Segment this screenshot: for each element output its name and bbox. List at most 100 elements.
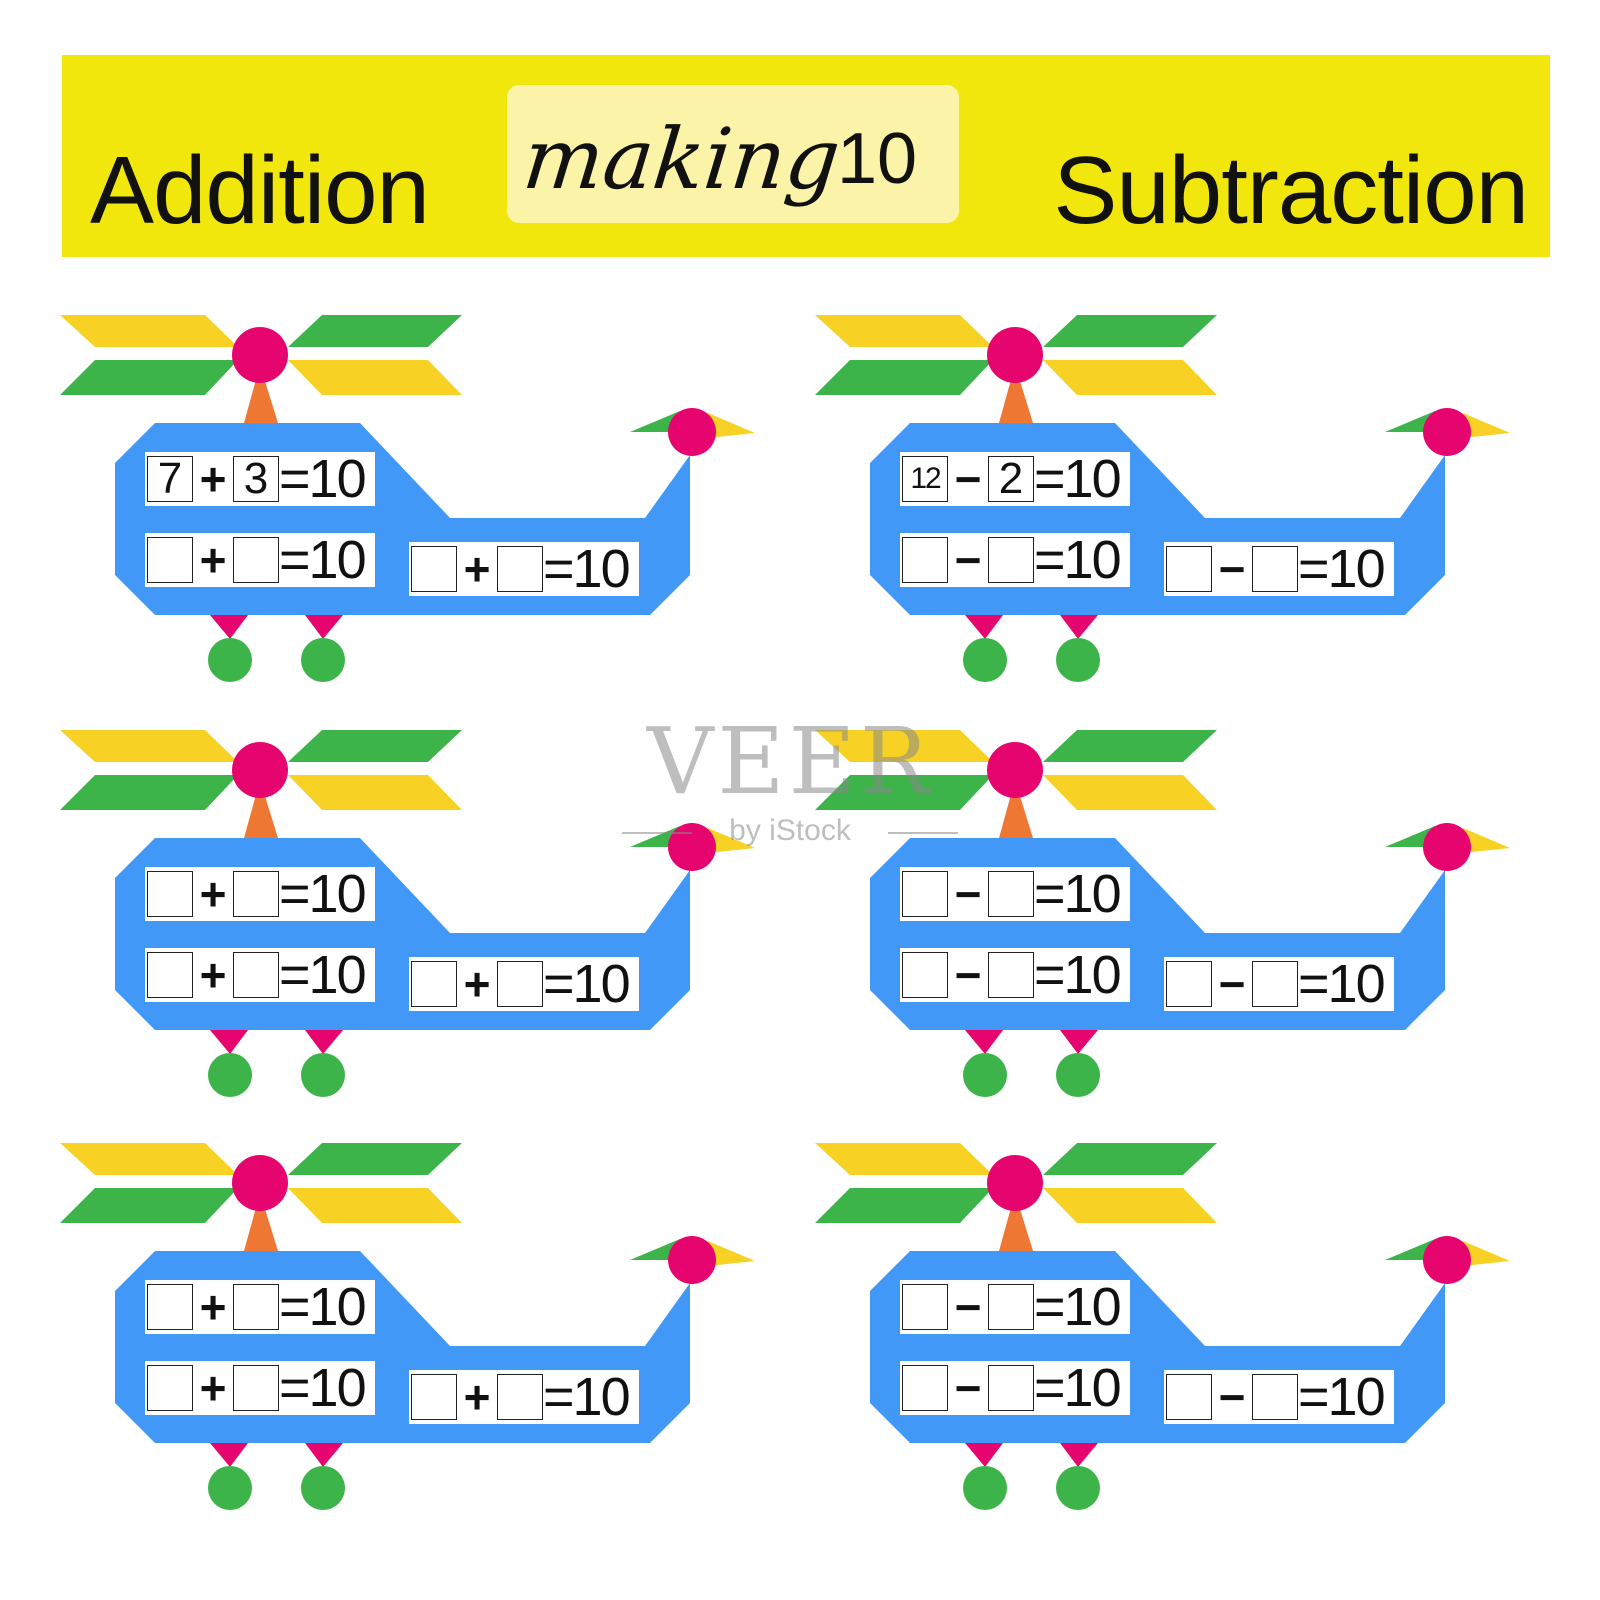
helicopter-addition-1: 7+3=10+=10+=10 — [60, 305, 780, 725]
answer-box-second[interactable] — [1252, 546, 1298, 592]
rotor-blade-bottom-right — [1043, 360, 1217, 395]
answer-box-first[interactable] — [1166, 1374, 1212, 1420]
wheel-left — [963, 1053, 1007, 1097]
answer-box-first[interactable] — [147, 1365, 193, 1411]
answer-box-first[interactable] — [411, 1374, 457, 1420]
watermark-rule-left — [622, 832, 692, 834]
landing-strut-right — [1060, 1030, 1098, 1054]
rotor-blade-top-right — [1043, 1143, 1217, 1175]
answer-box-first[interactable] — [147, 871, 193, 917]
equals-ten: =10 — [1298, 539, 1386, 599]
answer-box-first[interactable]: 7 — [147, 456, 193, 502]
rotor-hub — [987, 1155, 1043, 1211]
tail-hub — [1423, 823, 1471, 871]
answer-box-first[interactable] — [902, 1284, 948, 1330]
answer-box-first[interactable] — [902, 871, 948, 917]
answer-box-first[interactable] — [1166, 546, 1212, 592]
answer-box-second[interactable] — [1252, 1374, 1298, 1420]
helicopter-illustration — [60, 1143, 755, 1510]
answer-box-first[interactable] — [1166, 961, 1212, 1007]
wheel-right — [301, 638, 345, 682]
helicopter-illustration — [815, 315, 1510, 682]
rotor-blade-bottom-right — [1043, 1188, 1217, 1223]
answer-box-second[interactable] — [497, 546, 543, 592]
answer-box-second[interactable] — [988, 952, 1034, 998]
answer-box-second[interactable] — [1252, 961, 1298, 1007]
landing-strut-left — [965, 615, 1003, 639]
rotor-blade-top-left — [815, 1143, 993, 1175]
equation-row: +=10 — [409, 1370, 639, 1424]
answer-box-second[interactable] — [233, 871, 279, 917]
rotor-hub — [232, 1155, 288, 1211]
answer-box-first[interactable] — [902, 952, 948, 998]
wheel-right — [301, 1053, 345, 1097]
answer-box-first[interactable] — [147, 952, 193, 998]
rotor-blade-bottom-left — [815, 775, 993, 810]
wheel-left — [963, 638, 1007, 682]
equation-row: +=10 — [409, 542, 639, 596]
equals-ten: =10 — [1034, 449, 1122, 509]
answer-box-first[interactable]: 12 — [902, 456, 948, 502]
equation-row: −=10 — [900, 948, 1130, 1002]
answer-box-first[interactable] — [902, 1365, 948, 1411]
answer-box-second[interactable] — [497, 1374, 543, 1420]
operator-sign: + — [199, 1281, 227, 1333]
equation-row: −=10 — [900, 533, 1130, 587]
tail-fin-yellow — [708, 413, 755, 438]
wheel-left — [208, 1466, 252, 1510]
answer-box-second[interactable] — [988, 537, 1034, 583]
equals-ten: =10 — [1034, 945, 1122, 1005]
rotor-mast — [999, 1193, 1033, 1251]
operator-sign: + — [463, 543, 491, 595]
equals-ten: =10 — [1034, 1358, 1122, 1418]
rotor-blade-bottom-left — [60, 775, 238, 810]
helicopter-subtraction-1: 12−2=10−=10−=10 — [815, 305, 1535, 725]
landing-strut-left — [965, 1030, 1003, 1054]
equation-row: −=10 — [1164, 542, 1394, 596]
rotor-blade-bottom-left — [60, 360, 238, 395]
tail-fin-yellow — [708, 1241, 755, 1266]
watermark: VEER by iStock — [620, 712, 960, 862]
equation-row: −=10 — [1164, 957, 1394, 1011]
answer-box-first[interactable] — [147, 1284, 193, 1330]
answer-box-second[interactable] — [233, 537, 279, 583]
equation-row: +=10 — [145, 1361, 375, 1415]
answer-box-second[interactable] — [988, 1284, 1034, 1330]
landing-strut-right — [305, 1443, 343, 1467]
answer-box-second[interactable]: 2 — [988, 456, 1034, 502]
answer-box-first[interactable] — [411, 546, 457, 592]
title-subtraction: Subtraction — [1053, 137, 1529, 244]
operator-sign: + — [199, 1362, 227, 1414]
operator-sign: + — [463, 1371, 491, 1423]
rotor-mast — [999, 365, 1033, 423]
answer-box-second[interactable] — [988, 1365, 1034, 1411]
helicopter-addition-2: +=10+=10+=10 — [60, 720, 780, 1140]
operator-sign: − — [954, 534, 982, 586]
answer-box-second[interactable] — [988, 871, 1034, 917]
rotor-blade-top-right — [288, 315, 462, 347]
landing-strut-left — [210, 1443, 248, 1467]
equation-row: +=10 — [145, 867, 375, 921]
wheel-right — [301, 1466, 345, 1510]
answer-box-first[interactable] — [902, 537, 948, 583]
rotor-blade-top-left — [815, 730, 993, 762]
tail-fin-yellow — [1463, 828, 1510, 853]
landing-strut-right — [1060, 615, 1098, 639]
answer-box-second[interactable] — [497, 961, 543, 1007]
answer-box-first[interactable] — [147, 537, 193, 583]
answer-box-second[interactable]: 3 — [233, 456, 279, 502]
rotor-blade-bottom-left — [815, 360, 993, 395]
answer-box-second[interactable] — [233, 1365, 279, 1411]
operator-sign: − — [954, 453, 982, 505]
answer-box-second[interactable] — [233, 1284, 279, 1330]
rotor-mast — [244, 365, 278, 423]
rotor-blade-top-left — [815, 315, 993, 347]
equation-row: 7+3=10 — [145, 452, 375, 506]
equation-row: +=10 — [145, 948, 375, 1002]
operator-sign: − — [954, 1362, 982, 1414]
answer-box-first[interactable] — [411, 961, 457, 1007]
operator-sign: − — [1218, 958, 1246, 1010]
helicopter-subtraction-2: −=10−=10−=10 — [815, 720, 1535, 1140]
answer-box-second[interactable] — [233, 952, 279, 998]
title-addition: Addition — [90, 137, 430, 244]
